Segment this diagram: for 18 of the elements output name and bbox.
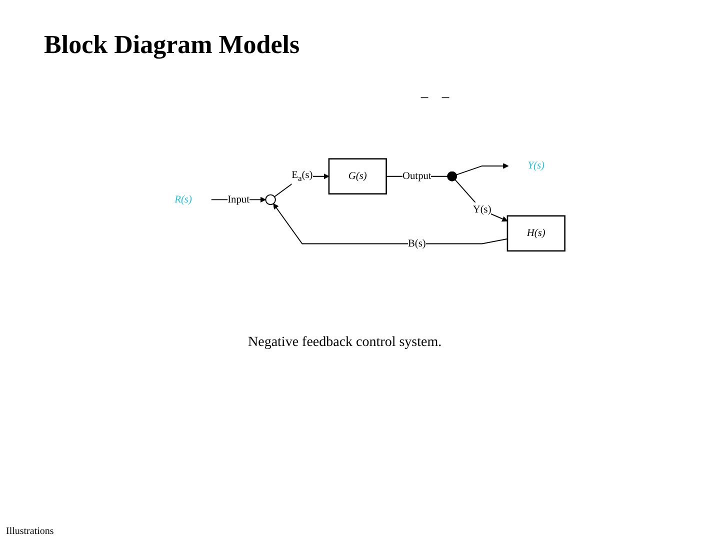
edge-label: E$_{a}$(s) xyxy=(292,170,313,183)
arrow xyxy=(273,203,508,244)
diagram-title: Block Diagram Models xyxy=(44,30,300,60)
edge-label: B(s) xyxy=(408,238,426,249)
footer-note: Illustrations xyxy=(6,526,54,537)
arrow xyxy=(454,179,508,222)
edge-label: Output xyxy=(402,170,432,182)
minus-sign: − xyxy=(441,90,450,107)
edge-label: Input xyxy=(228,194,250,205)
figure-caption: Negative feedback control system. xyxy=(248,335,442,351)
edge-label: Y(s) xyxy=(472,204,492,216)
node-text: R(s) xyxy=(174,194,192,205)
node-text: Y(s) xyxy=(528,160,544,172)
node-box: G(s) xyxy=(328,158,387,194)
minus-sign: − xyxy=(420,90,430,107)
node-circle xyxy=(265,194,276,206)
arrow xyxy=(456,163,509,176)
node-box: H(s) xyxy=(506,215,566,252)
